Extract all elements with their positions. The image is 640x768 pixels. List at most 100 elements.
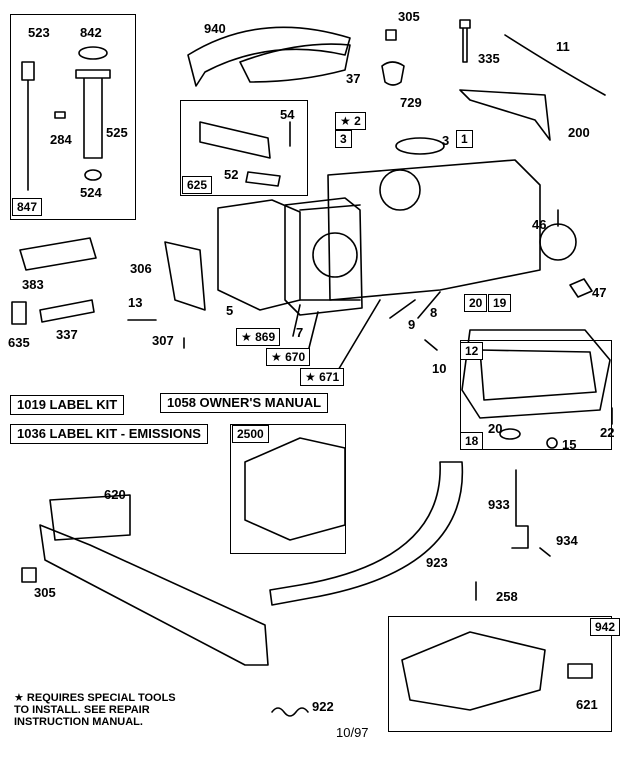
part-306-shape [164,241,206,311]
part-label-22: 22 [600,425,615,440]
part-label-19: 19 [488,294,512,312]
part-label-18: 18 [460,432,484,450]
part-label-670: ★ 670 [266,348,311,366]
frame-625-group [180,100,308,196]
part-label-8: 8 [430,305,438,320]
part-label-12: 12 [460,342,484,360]
part-11-shape [504,34,606,96]
frame-942-group [388,616,612,732]
part-label-37: 37 [346,71,361,86]
owners-manual-1058: 1058 OWNER'S MANUAL [160,393,329,413]
part-label-942: 942 [590,618,621,636]
part-label-10: 10 [432,361,447,376]
label-kit-1019: 1019 LABEL KIT [10,395,125,415]
part-842-shape [78,46,108,60]
part-label-621: 621 [576,697,598,712]
part-label-933: 933 [488,497,510,512]
part-922-shape [271,707,309,717]
part-label-523: 523 [28,25,50,40]
part-729-shape [381,61,405,86]
part-label-620: 620 [104,487,126,502]
part-label-3-box: 3 [335,130,352,148]
part-label-383: 383 [22,277,44,292]
part-label-922: 922 [312,699,334,714]
part-305-bottom-shape [21,567,37,583]
part-934-shape [539,547,551,557]
part-label-5: 5 [226,303,234,318]
part-625-shape [199,121,271,159]
special-tools-note-line-3: INSTRUCTION MANUAL. [14,716,143,728]
part-label-54: 54 [280,107,295,122]
part-label-923: 923 [426,555,448,570]
part-10-shape [424,339,438,351]
part-label-524: 524 [80,185,102,200]
part-label-934: 934 [556,533,578,548]
part-label-869: ★ 869 [236,328,281,346]
part-label-258: 258 [496,589,518,604]
part-942-shape [401,631,546,711]
part-label-625: 625 [182,176,213,194]
part-label-20-box: 20 [464,294,488,312]
part-label-1: 1 [456,130,473,148]
frame-2500-group [230,424,346,554]
part-200-shape [459,89,551,141]
part-label-306: 306 [130,261,152,276]
part-label-3: 3 [442,133,450,148]
part-52-shape [245,171,281,187]
part-337-shape [39,299,95,323]
part-933-shape [511,469,529,549]
frame-18-group [460,340,612,450]
part-label-842: 842 [80,25,102,40]
part-label-337: 337 [56,327,78,342]
date-code: 10/97 [336,725,369,740]
part-335-shape [459,19,471,63]
part-523-shape [21,61,35,191]
part-label-9: 9 [408,317,416,332]
part-label-2500: 2500 [232,425,269,443]
part-label-671: ★ 671 [300,368,345,386]
part-label-307: 307 [152,333,174,348]
part-label-20: 20 [488,421,503,436]
head-gasket-shape [284,197,363,316]
part-label-305-top: 305 [398,9,420,24]
part-635-shape [11,301,27,325]
part-label-7: 7 [296,325,304,340]
part-940-shape [187,26,351,87]
special-tools-note: ★ REQUIRES SPECIAL TOOLS TO INSTALL. SEE… [14,692,176,728]
part-label-940: 940 [204,21,226,36]
part-label-305-bottom: 305 [34,585,56,600]
special-tools-note-line-1: ★ REQUIRES SPECIAL TOOLS [14,692,176,704]
frame-847-group [10,14,136,220]
part-label-284: 284 [50,132,72,147]
part-621-shape [567,663,593,679]
part-37-shape [239,43,351,83]
part-284-shape [54,111,66,119]
part-15-shape [546,437,558,449]
part-525-shape [75,69,111,159]
part-label-847: 847 [12,198,43,216]
sump-shape [461,329,611,419]
part-923-shape [269,461,464,606]
part-524-shape [84,169,102,181]
part-383-shape [19,237,97,271]
part-label-635: 635 [8,335,30,350]
part-47-shape [569,278,593,298]
part-3-gasket-shape [395,137,445,155]
part-label-15: 15 [562,437,577,452]
part-label-52: 52 [224,167,239,182]
part-label-13: 13 [128,295,143,310]
part-label-47: 47 [592,285,607,300]
part-label-525: 525 [106,125,128,140]
part-label-2: ★ 2 [335,112,366,130]
part-620-shape [49,494,131,541]
part-20-shape [499,428,521,440]
part-label-335: 335 [478,51,500,66]
part-305-top-shape [385,29,397,41]
part-label-46: 46 [532,217,547,232]
cylinder-head-shape [217,199,301,311]
label-kit-emissions-1036: 1036 LABEL KIT - EMISSIONS [10,424,208,444]
part-label-11: 11 [556,39,570,54]
part-label-200: 200 [568,125,590,140]
